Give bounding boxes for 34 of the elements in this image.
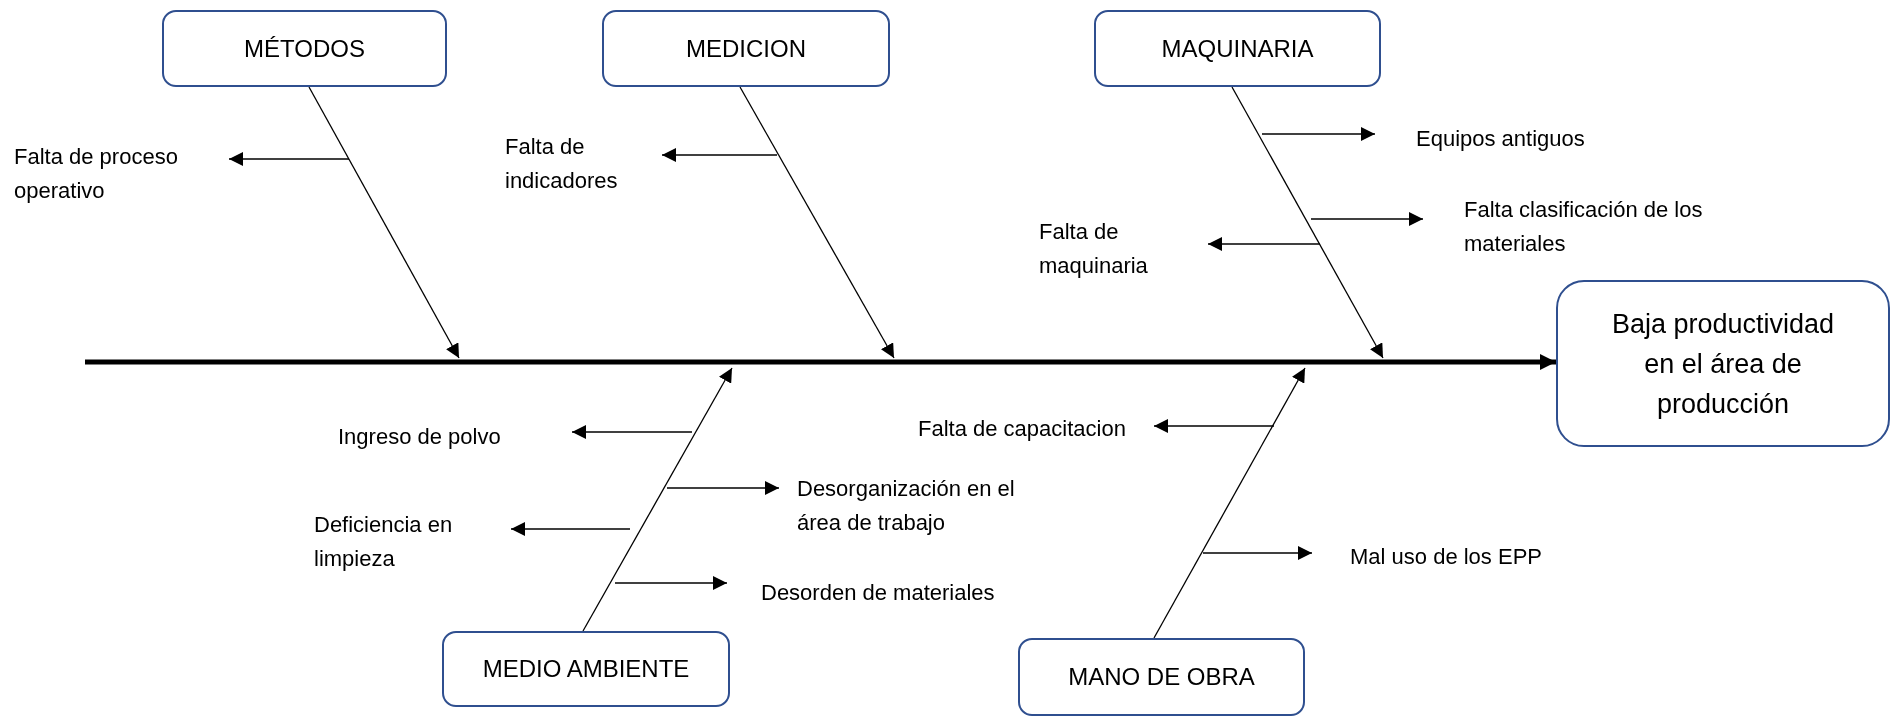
arrow bbox=[228, 152, 350, 166]
cause-label: Falta de indicadores bbox=[505, 130, 655, 198]
arrow bbox=[666, 481, 780, 495]
arrow bbox=[1261, 127, 1376, 141]
arrow bbox=[1153, 419, 1275, 433]
arrow bbox=[510, 522, 631, 536]
cause-label: Falta de maquinaria bbox=[1039, 215, 1179, 283]
arrow bbox=[571, 425, 693, 439]
category-box: MANO DE OBRA bbox=[1018, 638, 1305, 716]
category-box: MAQUINARIA bbox=[1094, 10, 1381, 87]
arrow bbox=[1202, 546, 1313, 560]
bone-arrow bbox=[1153, 367, 1306, 639]
arrow bbox=[1207, 237, 1321, 251]
cause-label: Equipos antiguos bbox=[1416, 122, 1646, 156]
cause-label: Falta de capacitacion bbox=[918, 412, 1143, 446]
arrow bbox=[614, 576, 728, 590]
effect-box: Baja productividad en el área de producción bbox=[1556, 280, 1890, 447]
arrow bbox=[661, 148, 778, 162]
bone-arrow bbox=[308, 86, 460, 359]
bone-arrow bbox=[1231, 86, 1384, 359]
cause-label: Ingreso de polvo bbox=[338, 420, 538, 454]
cause-label: Desorden de materiales bbox=[761, 576, 1021, 610]
category-box: MÉTODOS bbox=[162, 10, 447, 87]
spine-arrow bbox=[85, 354, 1556, 370]
bone-arrow bbox=[739, 86, 895, 359]
category-box: MEDICION bbox=[602, 10, 890, 87]
bone-arrow bbox=[582, 367, 733, 632]
arrow bbox=[1310, 212, 1424, 226]
cause-label: Deficiencia en limpieza bbox=[314, 508, 484, 576]
cause-label: Mal uso de los EPP bbox=[1350, 540, 1570, 574]
category-box: MEDIO AMBIENTE bbox=[442, 631, 730, 707]
cause-label: Falta de proceso operativo bbox=[14, 140, 214, 208]
cause-label: Desorganización en el área de trabajo bbox=[797, 472, 1027, 540]
cause-label: Falta clasificación de los materiales bbox=[1464, 193, 1764, 261]
